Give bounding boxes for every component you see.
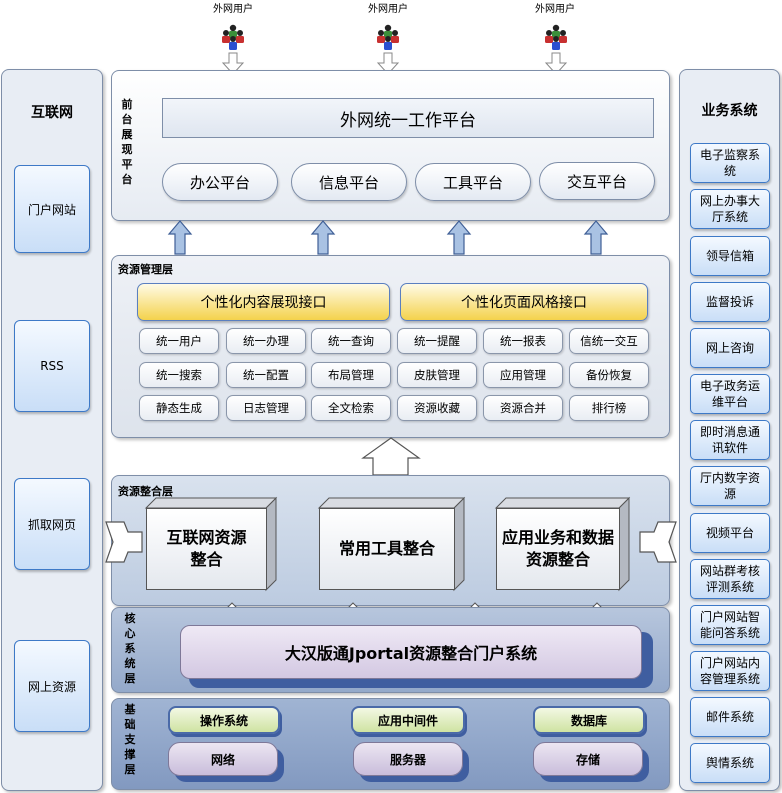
network-box: 网络 [168, 742, 278, 776]
big-up-arrow-icon [361, 437, 421, 476]
platform-office: 办公平台 [162, 163, 278, 201]
portal-site-box: 门户网站 [14, 165, 90, 253]
internet-resource-integration-text: 互联网资源整合 [166, 528, 247, 569]
business-system-item: 网站群考核评测系统 [690, 559, 770, 599]
integration-graphics [105, 496, 677, 592]
business-system-item: 网上咨询 [690, 328, 770, 368]
up-arrow-icon [311, 220, 335, 255]
common-tools-integration-text: 常用工具整合 [338, 539, 435, 558]
user-group-icon [222, 24, 244, 50]
core-system-label: 核心系统层 [124, 612, 136, 685]
function-cell: 资源合并 [483, 395, 563, 421]
platform-interaction: 交互平台 [539, 162, 655, 200]
function-cell: 统一搜索 [139, 362, 219, 388]
function-cell: 应用管理 [483, 362, 563, 388]
middleware-box: 应用中间件 [351, 706, 465, 734]
function-cell: 备份恢复 [569, 362, 649, 388]
external-user-label: 外网用户 [535, 4, 575, 15]
business-data-integration-text: 应用业务和数据资源整合 [501, 528, 614, 569]
business-system-item: 舆情系统 [690, 743, 770, 783]
unified-platform-banner: 外网统一工作平台 [162, 98, 654, 138]
external-user-label: 外网用户 [368, 4, 408, 15]
platform-info: 信息平台 [291, 163, 407, 201]
user-group-icon [545, 24, 567, 50]
crawl-pages-box: 抓取网页 [14, 478, 90, 570]
up-arrow-icon [447, 220, 471, 255]
resource-management-label: 资源管理层 [118, 263, 173, 276]
user-group-icon [377, 24, 399, 50]
jportal-system-box: 大汉版通Jportal资源整合门户系统 [180, 625, 642, 679]
function-cell: 统一办理 [226, 328, 306, 354]
business-system-item: 门户网站内容管理系统 [690, 651, 770, 691]
function-cell: 统一查询 [311, 328, 391, 354]
function-cell: 皮肤管理 [397, 362, 477, 388]
function-cell: 统一配置 [226, 362, 306, 388]
resource-management-layer: 资源管理层 个性化内容展现接口 个性化页面风格接口 统一用户 统一办理 统一查询… [111, 255, 670, 438]
frontend-layer: 前台展现平台 外网统一工作平台 办公平台 信息平台 工具平台 交互平台 [111, 70, 670, 221]
online-resources-box: 网上资源 [14, 640, 90, 732]
business-systems-panel: 业务系统 电子监察系统 网上办事大厅系统 领导信箱 监督投诉 网上咨询 电子政务… [679, 69, 780, 791]
inbound-arrow-right-icon [639, 521, 677, 563]
business-system-item: 门户网站智能问答系统 [690, 605, 770, 645]
page-style-interface: 个性化页面风格接口 [400, 283, 648, 321]
up-arrow-icon [168, 220, 192, 255]
up-arrow-icon [584, 220, 608, 255]
business-system-item: 领导信箱 [690, 236, 770, 276]
frontend-layer-label: 前台展现平台 [121, 98, 133, 186]
platform-tools: 工具平台 [415, 163, 531, 201]
unified-platform-banner-text: 外网统一工作平台 [340, 110, 476, 131]
function-cell: 布局管理 [311, 362, 391, 388]
base-support-label: 基础支撑层 [124, 703, 136, 776]
content-display-interface: 个性化内容展现接口 [137, 283, 390, 321]
jportal-system-text: 大汉版通Jportal资源整合门户系统 [284, 644, 538, 663]
resource-integration-label: 资源整合层 [118, 485, 173, 498]
external-user-label: 外网用户 [213, 4, 253, 15]
external-user-1: 外网用户 [203, 0, 263, 78]
function-cell: 统一用户 [139, 328, 219, 354]
function-cell: 统一报表 [483, 328, 563, 354]
inbound-arrow-left-icon [105, 521, 143, 563]
cube-internet-depth [144, 496, 278, 592]
business-data-integration: 应用业务和数据资源整合 [496, 508, 620, 590]
external-user-2: 外网用户 [358, 0, 418, 78]
business-system-item: 监督投诉 [690, 282, 770, 322]
internet-panel: 互联网 门户网站 RSS 抓取网页 网上资源 [1, 69, 103, 791]
business-system-item: 网上办事大厅系统 [690, 189, 770, 229]
business-systems-title: 业务系统 [701, 103, 758, 119]
business-system-item: 厅内数字资源 [690, 466, 770, 506]
cube-business-depth [494, 496, 631, 592]
business-system-item: 视频平台 [690, 513, 770, 553]
business-system-item: 即时消息通讯软件 [690, 420, 770, 460]
server-box: 服务器 [353, 742, 463, 776]
function-cell: 信统一交互 [569, 328, 649, 354]
common-tools-integration: 常用工具整合 [319, 508, 455, 590]
up-arrows-row [168, 220, 608, 255]
storage-box: 存储 [533, 742, 643, 776]
function-cell: 排行榜 [569, 395, 649, 421]
os-box: 操作系统 [168, 706, 280, 734]
function-cell: 静态生成 [139, 395, 219, 421]
database-box: 数据库 [533, 706, 645, 734]
business-system-item: 邮件系统 [690, 697, 770, 737]
external-user-3: 外网用户 [525, 0, 585, 78]
user-icons-layer [222, 24, 567, 75]
internet-resource-integration: 互联网资源整合 [146, 508, 267, 590]
internet-panel-title: 互联网 [31, 105, 73, 121]
function-cell: 全文检索 [311, 395, 391, 421]
business-system-item: 电子监察系统 [690, 143, 770, 183]
function-cell: 统一提醒 [397, 328, 477, 354]
function-cell: 日志管理 [226, 395, 306, 421]
function-cell: 资源收藏 [397, 395, 477, 421]
business-system-item: 电子政务运维平台 [690, 374, 770, 414]
rss-box: RSS [14, 320, 90, 412]
